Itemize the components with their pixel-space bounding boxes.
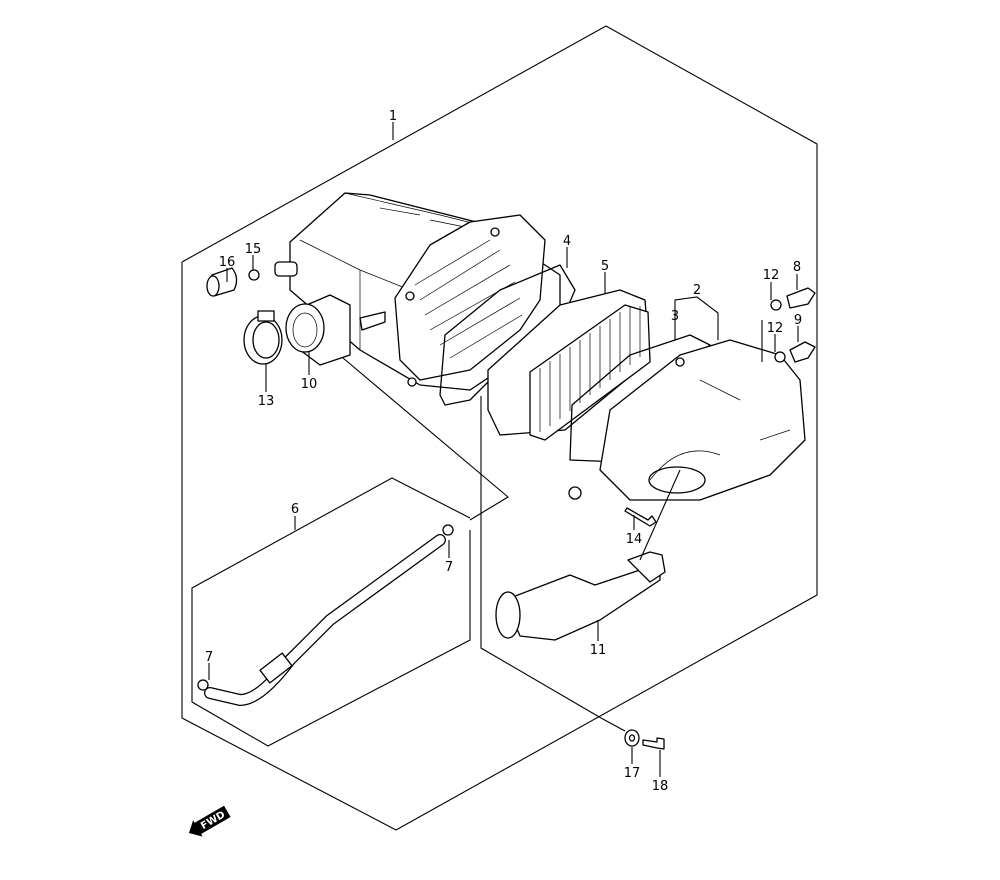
callout-4: 4 — [563, 234, 571, 249]
callout-1: 1 — [389, 109, 397, 124]
leader-lines — [208, 247, 799, 777]
forward-direction-arrow-icon: FWD — [188, 805, 231, 837]
assembly-frame — [181, 25, 818, 831]
callout-7b: 7 — [205, 650, 213, 665]
clip-12b — [774, 351, 786, 363]
callout-10: 10 — [301, 377, 318, 392]
clip-15 — [248, 269, 260, 281]
clip-7a — [442, 524, 454, 536]
air-cleaner-cover — [568, 339, 806, 501]
callout-11: 11 — [590, 643, 607, 658]
callout-17: 17 — [624, 766, 641, 781]
intake-pipe — [495, 551, 666, 641]
callout-8: 8 — [793, 260, 801, 275]
callout-18: 18 — [652, 779, 669, 794]
callout-12a: 12 — [763, 268, 780, 283]
intake-boot — [285, 294, 351, 366]
hose-clamp — [243, 310, 283, 365]
callout-15: 15 — [245, 242, 262, 257]
callout-12b: 12 — [767, 321, 784, 336]
bolt — [642, 737, 665, 750]
callout-6: 6 — [291, 502, 299, 517]
washer — [624, 729, 640, 747]
callout-9: 9 — [794, 313, 802, 328]
callout-5: 5 — [601, 259, 609, 274]
callout-labels: 1 16 15 13 10 4 5 2 3 12 8 12 9 14 6 7 7… — [205, 109, 802, 794]
air-cleaner-case — [274, 192, 561, 391]
callout-14: 14 — [626, 532, 643, 547]
clip-12a — [770, 299, 782, 311]
drain-cap — [206, 267, 238, 297]
clip-7b — [197, 679, 209, 691]
callout-2: 2 — [693, 283, 701, 298]
plug-9 — [789, 341, 816, 363]
hose-sleeve — [259, 652, 293, 684]
callout-7a: 7 — [445, 560, 453, 575]
callout-16: 16 — [219, 255, 236, 270]
screw-14 — [624, 507, 657, 527]
callout-3: 3 — [671, 309, 679, 324]
callout-13: 13 — [258, 394, 275, 409]
plug-8 — [786, 287, 816, 309]
air-filter-element — [487, 289, 651, 441]
